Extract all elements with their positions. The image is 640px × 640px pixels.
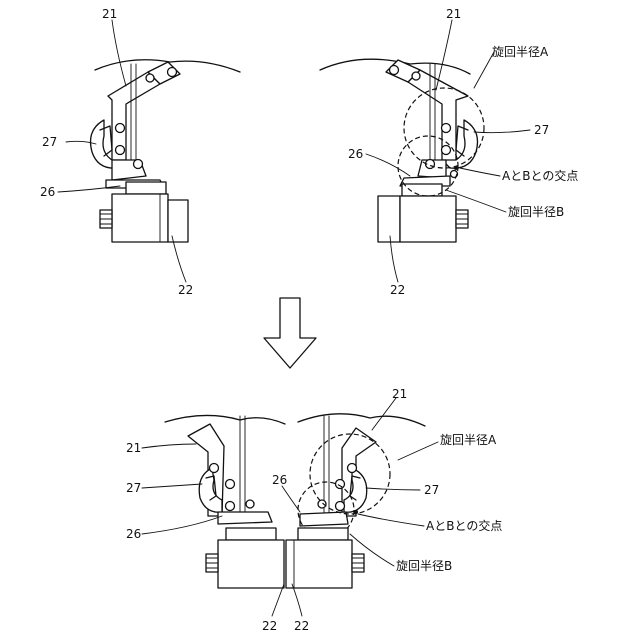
label-22-bottom-right: 22: [294, 619, 309, 633]
label-intersection-top: AとBとの交点: [502, 168, 578, 183]
label-27-bottom-left: 27: [126, 481, 141, 495]
bottom-assembly: [165, 414, 425, 588]
label-21-bottom-left: 21: [126, 441, 141, 455]
label-21-top-right: 21: [446, 7, 461, 21]
label-27-top-right: 27: [534, 123, 549, 137]
label-26-bottom-mid: 26: [272, 473, 287, 487]
label-27-top-left: 27: [42, 135, 57, 149]
label-22-bottom-left: 22: [262, 619, 277, 633]
label-26-top-left: 26: [40, 185, 55, 199]
label-27-bottom-right: 27: [424, 483, 439, 497]
top-right-assembly: [320, 59, 484, 242]
label-21-bottom-right: 21: [392, 387, 407, 401]
down-arrow-icon: [264, 298, 316, 368]
label-radius-b-top: 旋回半径B: [508, 205, 564, 219]
label-radius-a-top: 旋回半径A: [492, 45, 549, 59]
label-26-bottom-left: 26: [126, 527, 141, 541]
label-21-top-left: 21: [102, 7, 117, 21]
label-22-top-left: 22: [178, 283, 193, 297]
label-radius-b-bottom: 旋回半径B: [396, 559, 452, 573]
label-22-top-right: 22: [390, 283, 405, 297]
label-radius-a-bottom: 旋回半径A: [440, 433, 497, 447]
label-intersection-bottom: AとBとの交点: [426, 518, 502, 533]
top-left-assembly: [91, 60, 241, 242]
label-26-top-right: 26: [348, 147, 363, 161]
